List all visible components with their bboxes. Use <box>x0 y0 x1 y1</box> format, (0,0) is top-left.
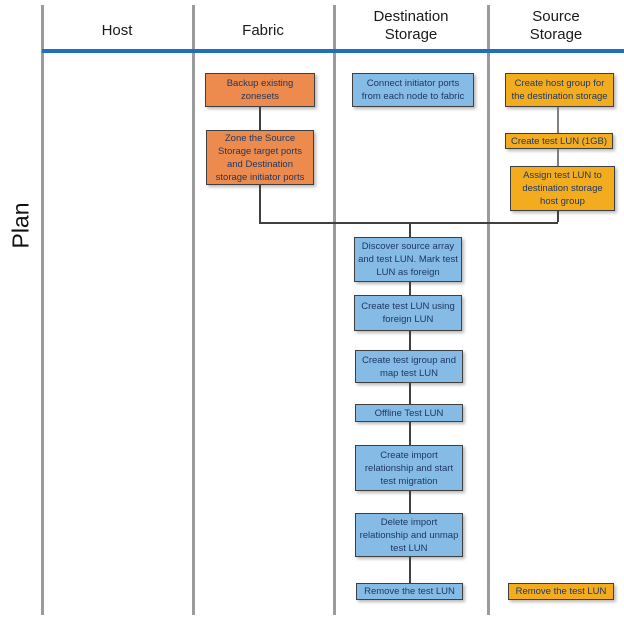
dest-box-create-igroup: Create test igroup and map test LUN <box>355 350 463 383</box>
column-header-fabric: Fabric <box>242 22 284 39</box>
connector-import-delete <box>409 490 411 513</box>
source-box-remove-test-lun: Remove the test LUN <box>508 583 614 600</box>
dest-box-discover-source-array: Discover source array and test LUN. Mark… <box>354 237 462 282</box>
dest-box-create-import: Create import relationship and start tes… <box>355 445 463 491</box>
row-label-container: Plan <box>0 185 42 265</box>
dest-box-delete-import: Delete import relationship and unmap tes… <box>355 513 463 557</box>
lane-divider-4 <box>487 5 490 615</box>
connector-fabric1-fabric2 <box>259 106 261 130</box>
connector-offline-import <box>409 421 411 445</box>
dest-box-create-test-lun: Create test LUN using foreign LUN <box>354 295 462 331</box>
source-box-create-test-lun: Create test LUN (1GB) <box>505 133 613 149</box>
source-box-assign-test-lun: Assign test LUN to destination storage h… <box>510 166 615 211</box>
lane-divider-3 <box>333 5 336 615</box>
column-header-host: Host <box>101 22 133 39</box>
column-header-destination: Destination Storage <box>373 8 449 43</box>
fabric-box-zone-ports: Zone the Source Storage target ports and… <box>206 130 314 185</box>
source-box-create-host-group: Create host group for the destination st… <box>505 73 614 107</box>
connector-horizontal-merge <box>259 222 558 224</box>
row-label-plan: Plan <box>7 201 34 249</box>
header-rule <box>42 49 624 53</box>
connector-createlun-igroup <box>409 330 411 350</box>
dest-box-remove-test-lun: Remove the test LUN <box>356 583 463 600</box>
connector-merge-discover <box>409 222 411 237</box>
connector-igroup-offline <box>409 382 411 404</box>
connector-source1-source2 <box>557 107 559 133</box>
connector-fabric2-down <box>259 184 261 223</box>
dest-box-offline-test-lun: Offline Test LUN <box>355 404 463 422</box>
connector-delete-remove <box>409 556 411 583</box>
connector-source3-down <box>557 210 559 222</box>
lane-divider-2 <box>192 5 195 615</box>
column-header-source: Source Storage <box>529 8 583 43</box>
connector-source2-source3 <box>557 149 559 166</box>
fabric-box-backup-zonesets: Backup existing zonesets <box>205 73 315 107</box>
lane-divider-1 <box>41 5 44 615</box>
connector-discover-createlun <box>409 281 411 295</box>
dest-box-connect-initiator-ports: Connect initiator ports from each node t… <box>352 73 474 107</box>
